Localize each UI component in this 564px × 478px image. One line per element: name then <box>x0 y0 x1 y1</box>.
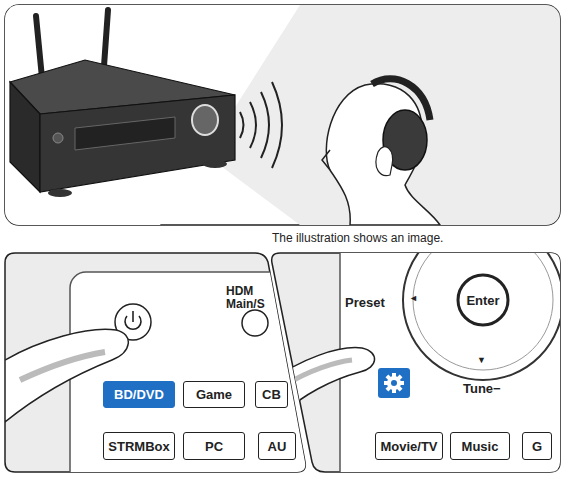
enter-button: Enter <box>456 273 510 327</box>
remote-button: Movie/TV <box>375 432 443 460</box>
button-label: STRMBox <box>108 439 169 454</box>
key-label: Tune− <box>463 381 501 396</box>
button-label: Game <box>196 387 232 402</box>
button-label: Movie/TV <box>380 439 437 454</box>
finger <box>5 329 128 422</box>
remote-button: Music <box>450 432 510 460</box>
key-label: ▼ <box>477 355 486 365</box>
button-label: PC <box>205 439 223 454</box>
button-label: Enter <box>466 293 499 308</box>
remote-button: CB <box>255 381 288 408</box>
button-label: CB <box>262 387 281 402</box>
remote-button: Game <box>183 381 245 408</box>
key-label: HDM Main/S <box>226 285 276 311</box>
remote-button: STRMBox <box>103 432 175 460</box>
remote-button: PC <box>183 432 245 460</box>
button-label: G <box>532 439 542 454</box>
caption-note: The illustration shows an image. <box>272 231 443 245</box>
button-label: BD/DVD <box>114 387 164 402</box>
setup-button <box>378 368 410 398</box>
remote-button: G <box>522 432 552 460</box>
key-label: ◄ <box>409 293 418 303</box>
remote-button: AU <box>258 432 296 460</box>
button-label: Music <box>462 439 499 454</box>
remote-button: BD/DVD <box>103 381 175 408</box>
top-panel <box>5 5 560 225</box>
button-label: AU <box>268 439 287 454</box>
key-label: Preset <box>345 295 385 310</box>
